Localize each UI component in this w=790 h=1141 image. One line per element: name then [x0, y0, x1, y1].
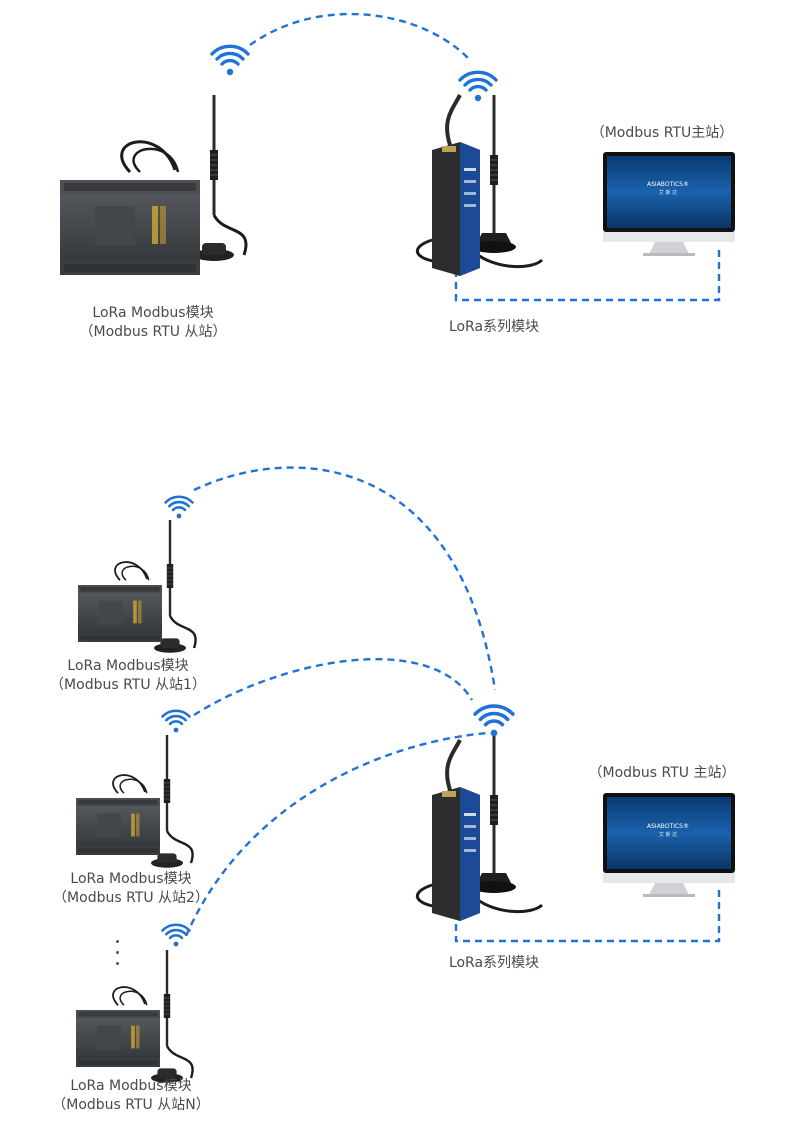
slave-name-label: LoRa Modbus模块: [92, 305, 214, 321]
wireless-link-slaveN: [184, 731, 489, 937]
wireless-link: [249, 12, 469, 59]
master-label: （Modbus RTU主站）: [590, 125, 734, 141]
master2-label: （Modbus RTU 主站）: [588, 765, 736, 781]
plc-module-icon: [58, 140, 202, 277]
monitor-icon: [603, 152, 735, 256]
plc-module-icon: [75, 774, 161, 856]
lora-gateway-icon: [415, 738, 544, 923]
plc-module-icon: [75, 986, 161, 1068]
screen-brand-text: ASIABOTICS®: [647, 181, 689, 188]
slave-antenna: [192, 93, 248, 263]
slave2-role-label: （Modbus RTU 从站2）: [53, 890, 209, 906]
slave1-role-label: （Modbus RTU 从站1）: [50, 677, 206, 693]
wifi-icon: [210, 44, 250, 77]
slave-role-label: （Modbus RTU 从站）: [79, 324, 227, 340]
gateway2-label: LoRa系列模块: [448, 955, 540, 971]
wifi-icon: [164, 495, 194, 520]
wireless-link-slave1: [193, 466, 497, 691]
slaveN-role-label: （Modbus RTU 从站N）: [52, 1097, 210, 1113]
wifi-icon: [473, 704, 515, 739]
slave2-name-label: LoRa Modbus模块: [70, 871, 192, 887]
gateway-label: LoRa系列模块: [448, 319, 540, 335]
screen-sub-text: 艾 斯 达: [658, 190, 678, 196]
lora-gateway-icon: [415, 93, 544, 278]
wired-link-2: [454, 886, 721, 943]
slave1-name-label: LoRa Modbus模块: [67, 658, 189, 674]
screen2-brand-text: ASIABOTICS®: [647, 823, 689, 830]
ellipsis-more-slaves: [113, 940, 123, 973]
wired-link: [454, 245, 721, 302]
monitor-icon: [603, 793, 735, 897]
slaveN-name-label: LoRa Modbus模块: [70, 1078, 192, 1094]
plc-module-icon: [77, 561, 163, 643]
screen2-sub-text: 艾 斯 达: [658, 832, 678, 838]
wifi-icon: [161, 709, 191, 734]
wireless-link-slave2: [193, 657, 474, 717]
wifi-icon: [458, 70, 498, 103]
